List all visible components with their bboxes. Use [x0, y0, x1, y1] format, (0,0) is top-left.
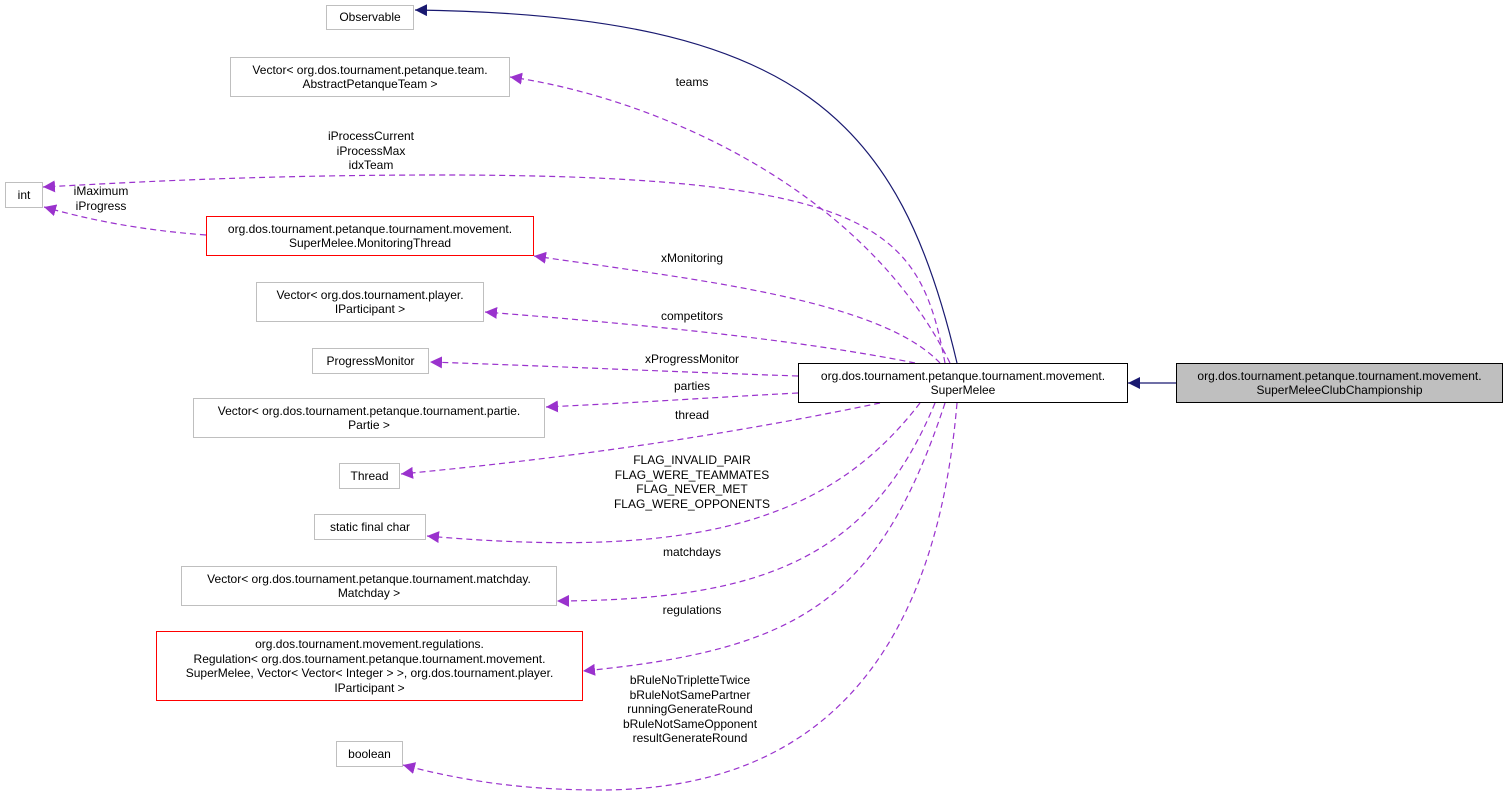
inheritance-edge-observable [414, 4, 958, 364]
usage-edge-int-main [42, 174, 946, 364]
node-vector-team[interactable]: Vector< org.dos.tournament.petanque.team… [230, 57, 510, 97]
edge-label-thread: thread [675, 408, 709, 423]
node-line: Vector< org.dos.tournament.petanque.tour… [207, 571, 531, 586]
node-line: static final char [329, 519, 411, 534]
node-regulation[interactable]: org.dos.tournament.movement.regulations.… [156, 631, 583, 701]
edge-label-line: iProcessMax [336, 143, 406, 158]
node-line: ProgressMonitor [326, 353, 415, 368]
node-line: IParticipant > [334, 680, 405, 695]
edge-label-line: iProcessCurrent [327, 129, 415, 143]
node-line: Vector< org.dos.tournament.petanque.tour… [217, 403, 521, 418]
usage-edge-booleans [402, 402, 958, 791]
usage-edge-matchdays [556, 402, 936, 607]
edge-label-line: teams [675, 75, 709, 89]
node-line: SuperMelee.MonitoringThread [288, 236, 452, 250]
node-line: boolean [348, 746, 391, 761]
node-line: Partie > [348, 418, 390, 432]
edge-label-line: bRuleNotSamePartner [629, 687, 751, 702]
node-static-final-char[interactable]: static final char [314, 514, 426, 540]
edge-label-line: iMaximum [73, 184, 129, 198]
node-int[interactable]: int [5, 182, 43, 208]
usage-edge-parties [545, 392, 799, 413]
node-vector-partie[interactable]: Vector< org.dos.tournament.petanque.tour… [193, 398, 545, 438]
edge-label-line: FLAG_NEVER_MET [636, 482, 748, 497]
edge-label-matchdays: matchdays [663, 545, 721, 560]
edge-label-line: iProgress [75, 198, 127, 213]
edge-label-line: bRuleNotSameOpponent [622, 716, 758, 731]
edge-label-line: idxTeam [348, 158, 394, 173]
node-line: IParticipant > [334, 302, 406, 316]
node-line: AbstractPetanqueTeam > [302, 77, 438, 91]
node-line: Vector< org.dos.tournament.player. [276, 287, 464, 302]
edge-label-line: resultGenerateRound [632, 731, 748, 746]
edge-label-line: bRuleNoTripletteTwice [629, 673, 751, 687]
usage-edge-int-monitor [43, 204, 207, 236]
node-line: SuperMeleeClubChampionship [1256, 383, 1423, 397]
edge-label-line: regulations [662, 603, 722, 617]
edge-label-line: matchdays [662, 545, 722, 559]
usage-edge-teams [509, 72, 951, 364]
node-club-championship[interactable]: org.dos.tournament.petanque.tournament.m… [1176, 363, 1503, 403]
node-line: SuperMelee, Vector< Vector< Integer > >,… [185, 666, 554, 680]
node-thread[interactable]: Thread [339, 463, 400, 489]
node-line: org.dos.tournament.movement.regulations. [255, 637, 484, 651]
node-boolean[interactable]: boolean [336, 741, 403, 767]
node-line: Vector< org.dos.tournament.petanque.team… [252, 62, 488, 77]
usage-edge-thread [400, 402, 881, 479]
edge-label-line: runningGenerateRound [627, 702, 753, 717]
node-line: Matchday > [337, 586, 401, 600]
node-line: int [17, 187, 31, 202]
edge-label-line: xProgressMonitor [644, 352, 740, 366]
edge-label-line: parties [673, 379, 711, 393]
node-line: org.dos.tournament.petanque.tournament.m… [227, 221, 513, 236]
node-line: Thread [350, 468, 389, 483]
edge-label-line: FLAG_WERE_OPPONENTS [613, 496, 771, 511]
node-super-melee[interactable]: org.dos.tournament.petanque.tournament.m… [798, 363, 1128, 403]
node-line: SuperMelee [930, 383, 996, 397]
edge-label-parties: parties [674, 379, 710, 394]
usage-edge-regulations [582, 402, 946, 676]
edge-label-line: FLAG_WERE_TEAMMATES [614, 467, 770, 482]
node-line: Observable [339, 10, 401, 25]
node-observable[interactable]: Observable [326, 5, 414, 30]
edge-label-booleans: bRuleNoTripletteTwice bRuleNotSamePartne… [623, 673, 757, 746]
node-line: org.dos.tournament.petanque.tournament.m… [1197, 368, 1482, 383]
edge-label-line: FLAG_INVALID_PAIR [633, 453, 751, 467]
edge-label-line: xMonitoring [660, 251, 724, 265]
edge-label-flags: FLAG_INVALID_PAIR FLAG_WERE_TEAMMATES FL… [614, 453, 770, 511]
node-vector-matchday[interactable]: Vector< org.dos.tournament.petanque.tour… [181, 566, 557, 606]
edge-label-line: competitors [660, 309, 724, 323]
node-line: Regulation< org.dos.tournament.petanque.… [193, 651, 546, 666]
edge-label-competitors: competitors [661, 309, 723, 324]
node-progress-monitor[interactable]: ProgressMonitor [312, 348, 429, 374]
edge-label-progress: xProgressMonitor [645, 352, 739, 367]
edge-label-line: thread [674, 408, 710, 422]
edge-label-int-monitor: iMaximum iProgress [74, 184, 129, 213]
edge-label-regulations: regulations [663, 603, 722, 618]
usage-edge-monitoring [533, 251, 941, 364]
usage-edge-progress [429, 356, 799, 377]
edge-label-int-main: iProcessCurrent iProcessMax idxTeam [328, 129, 414, 173]
node-vector-participant[interactable]: Vector< org.dos.tournament.player. IPart… [256, 282, 484, 322]
edge-label-teams: teams [676, 75, 709, 90]
edge-label-monitoring: xMonitoring [661, 251, 723, 266]
node-line: org.dos.tournament.petanque.tournament.m… [820, 368, 1106, 383]
node-monitoring-thread[interactable]: org.dos.tournament.petanque.tournament.m… [206, 216, 534, 256]
